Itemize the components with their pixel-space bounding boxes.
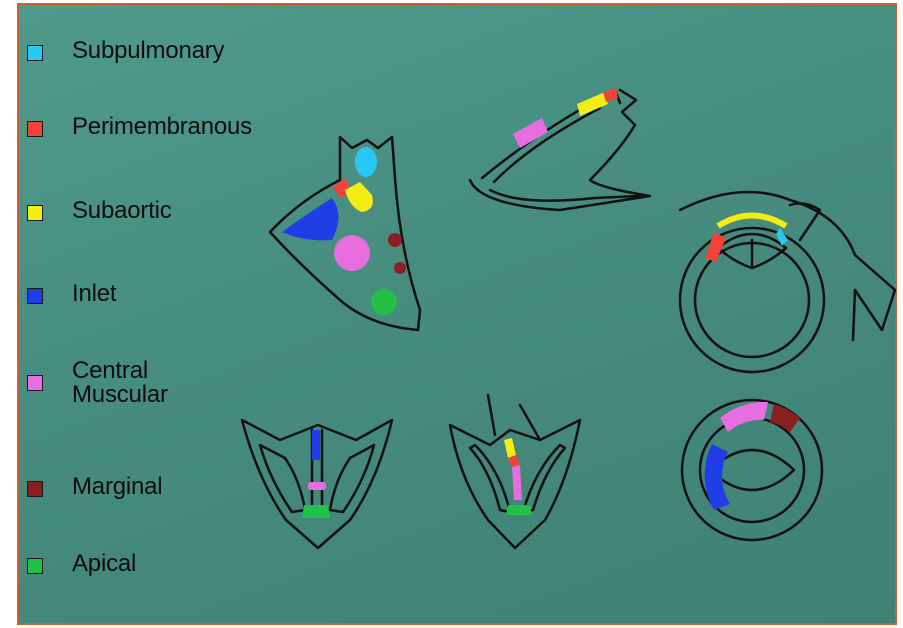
short-axis-ring-view (682, 400, 822, 540)
subpulmonary-region (355, 147, 377, 177)
fc-apical-region (302, 505, 330, 518)
marginal-region-1 (388, 233, 402, 247)
inlet-region (282, 198, 339, 240)
fc-muscular-region (308, 482, 326, 490)
long-axis-view (470, 90, 650, 210)
fc2-muscular-region (512, 465, 522, 500)
fc-inlet-region (312, 430, 320, 460)
apical-region (371, 289, 397, 315)
ring-perimembranous-region (705, 232, 726, 262)
ring-subaortic-region (718, 216, 786, 227)
fc2-subaortic-region (504, 438, 516, 458)
ring2-muscular-region (720, 402, 768, 432)
fc2-apical-region (506, 505, 532, 515)
marginal-region-2 (394, 262, 406, 274)
central-muscular-region (334, 235, 370, 271)
short-axis-valve-view (680, 192, 895, 372)
